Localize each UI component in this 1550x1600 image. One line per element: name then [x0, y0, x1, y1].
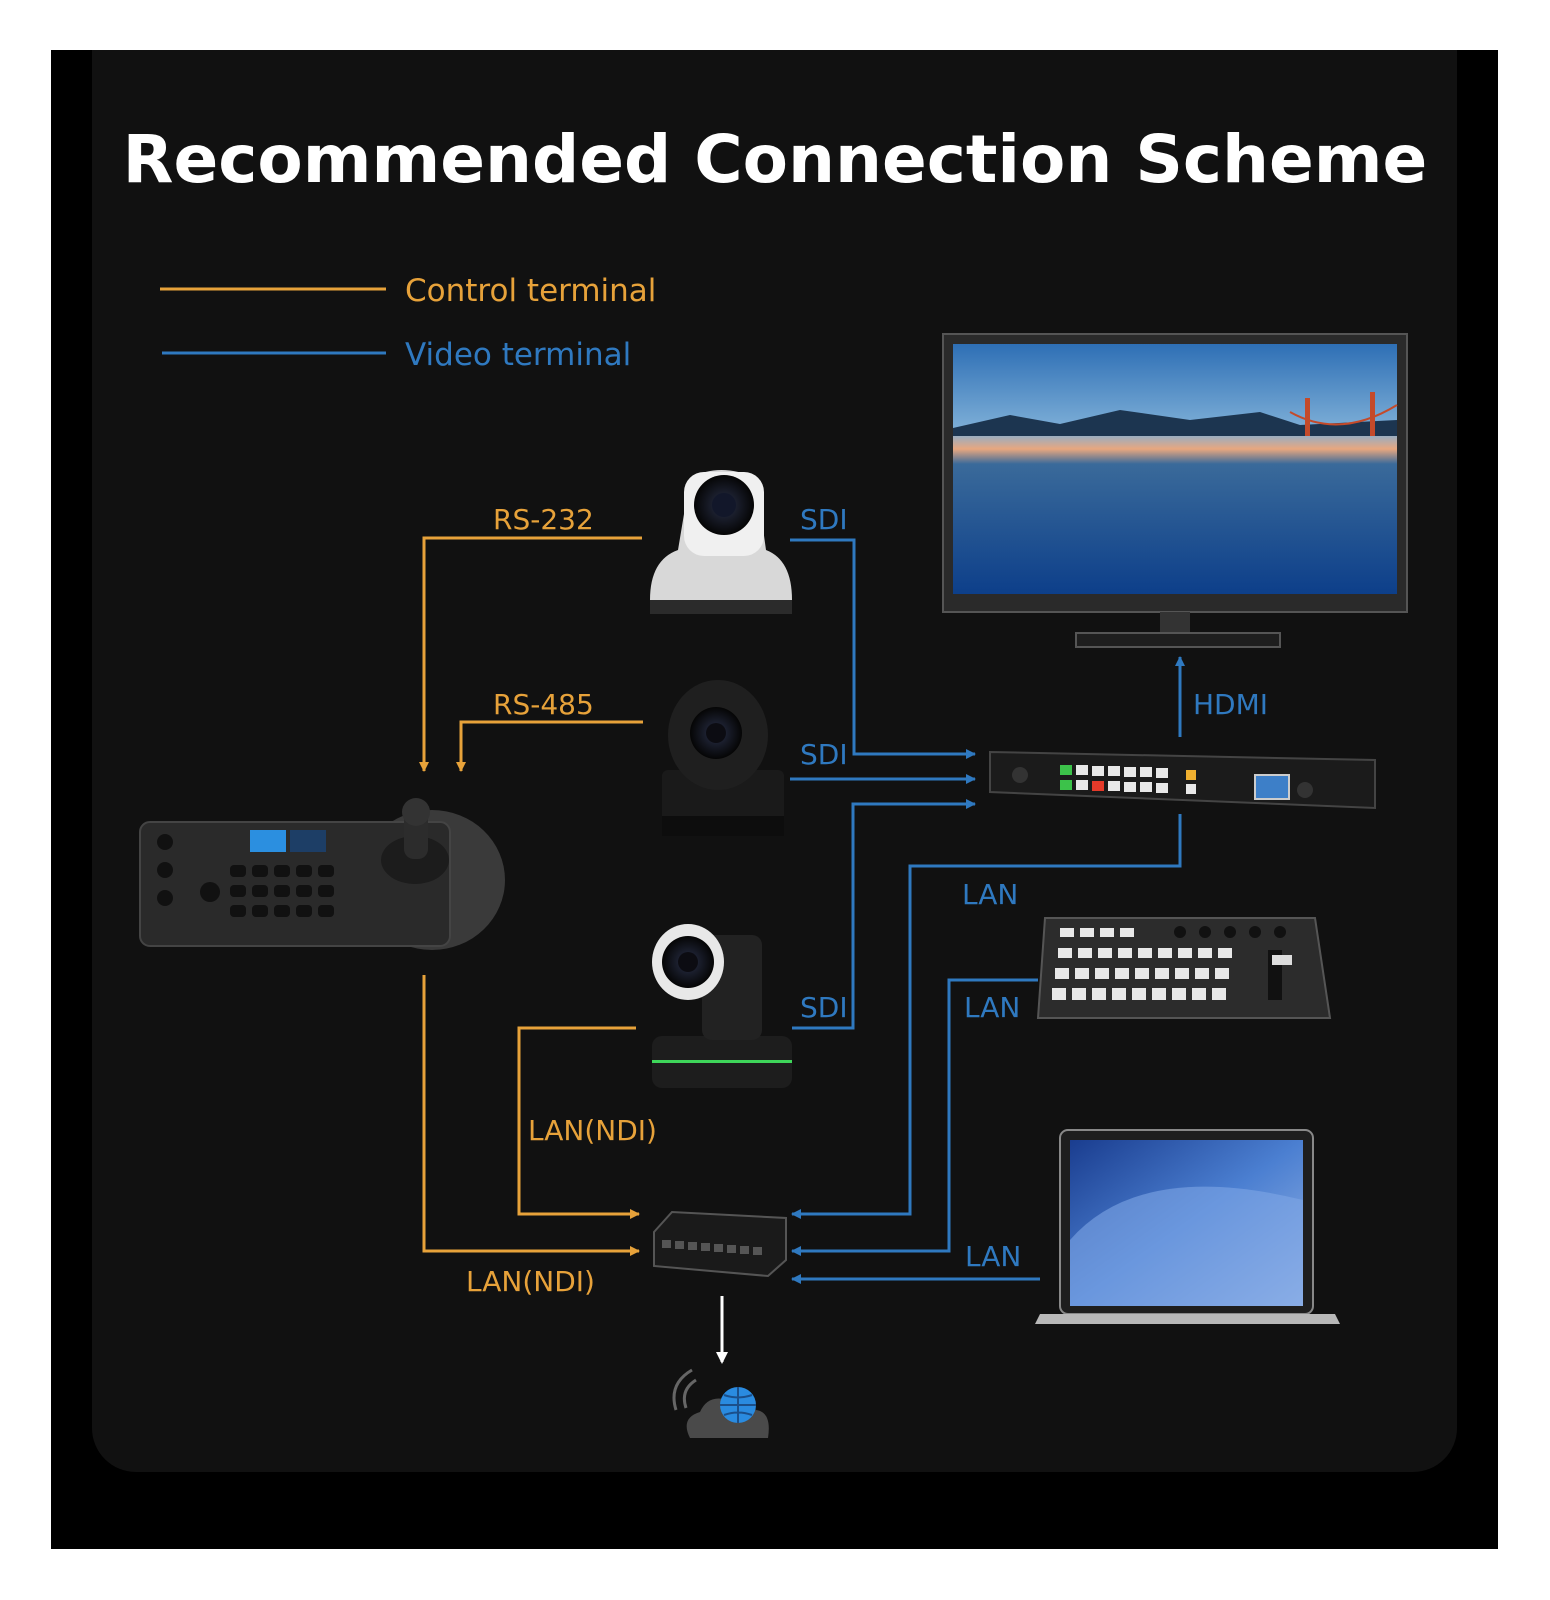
internet-cloud-icon [672, 1368, 769, 1438]
ptz-camera-black [662, 680, 784, 836]
network-switch [653, 1210, 787, 1278]
lan-line-panel [791, 978, 1038, 1256]
sdi-label-1: SDI [800, 503, 848, 536]
sdi-line-3 [792, 799, 976, 1030]
ptz-keyboard-controller [139, 798, 505, 950]
ptz-camera-white [650, 470, 792, 614]
hdmi-label: HDMI [1193, 688, 1268, 721]
rs232-line [419, 536, 642, 772]
lan-ndi-camera-label: LAN(NDI) [528, 1114, 657, 1147]
lan-ndi-keyboard-line [422, 975, 640, 1256]
lan-line-switcher [791, 814, 1182, 1219]
lan-label-2: LAN [964, 991, 1020, 1024]
sdi-label-3: SDI [800, 991, 848, 1024]
rs232-label: RS-232 [493, 503, 594, 536]
monitor-device [942, 333, 1408, 648]
legend-video-label: Video terminal [405, 337, 631, 373]
page-title: Recommended Connection Scheme [123, 121, 1428, 198]
lan-ndi-camera-line [517, 1026, 640, 1219]
lan-ndi-keyboard-label: LAN(NDI) [466, 1265, 595, 1298]
sdi-line-1 [790, 538, 976, 759]
rs485-line [456, 720, 643, 772]
lan-label-1: LAN [962, 878, 1018, 911]
legend-control-label: Control terminal [405, 273, 656, 309]
switcher-control-panel [1036, 917, 1332, 1019]
video-switcher [989, 750, 1376, 810]
rs485-label: RS-485 [493, 688, 594, 721]
laptop-device [1035, 1129, 1340, 1324]
sdi-label-2: SDI [800, 738, 848, 771]
lan-label-3: LAN [965, 1240, 1021, 1273]
ptz-camera-ndi [652, 924, 792, 1088]
